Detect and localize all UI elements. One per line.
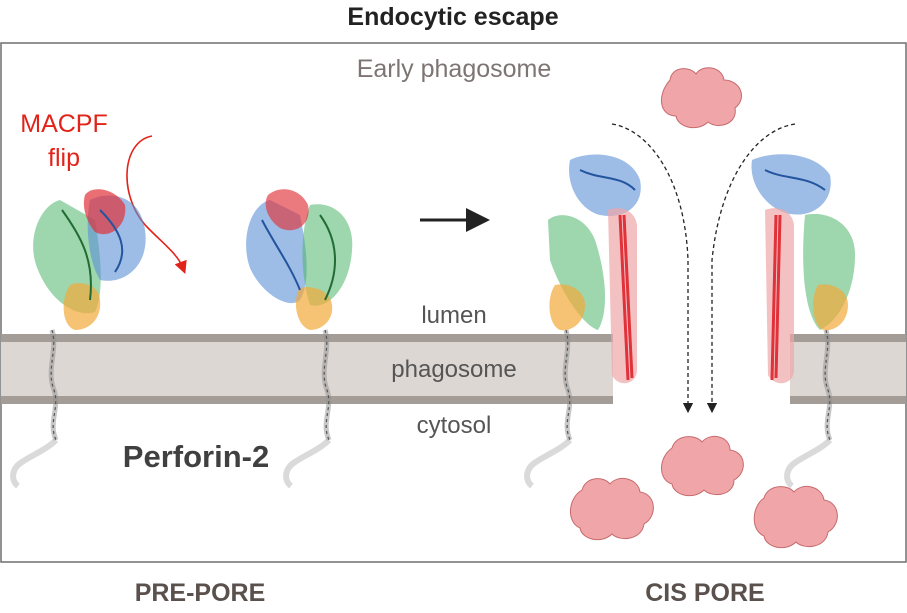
- membrane: [1, 334, 906, 404]
- lumen-label: lumen: [421, 302, 486, 329]
- figure-title: Endocytic escape: [347, 3, 558, 31]
- cispore-caption: CIS PORE: [645, 579, 764, 607]
- cargo-blob-top: [661, 67, 742, 129]
- flip-label-line2: flip: [48, 144, 80, 172]
- prepore-caption: PRE-PORE: [135, 579, 266, 607]
- cis-pore-subunit-left: [527, 154, 641, 486]
- cis-pore-subunit-right: [751, 154, 855, 486]
- prepore-protein-2: [246, 189, 353, 486]
- protein-label: Perforin-2: [123, 439, 269, 474]
- flow-arrow-icon: [611, 123, 694, 414]
- phagosome-frame: [0, 42, 907, 563]
- cargo-blob-mid: [661, 435, 744, 497]
- cargo-blob-right: [753, 485, 838, 549]
- membrane-label: phagosome: [391, 356, 516, 383]
- flip-label-line1: MACPF: [20, 110, 108, 138]
- cargo-blob-left: [570, 477, 654, 541]
- prepore-protein-1: [13, 189, 146, 486]
- cytosol-label: cytosol: [417, 412, 492, 439]
- compartment-label: Early phagosome: [357, 55, 552, 83]
- cargo-blobs: [570, 67, 838, 549]
- flow-arrow-icon: [706, 123, 796, 414]
